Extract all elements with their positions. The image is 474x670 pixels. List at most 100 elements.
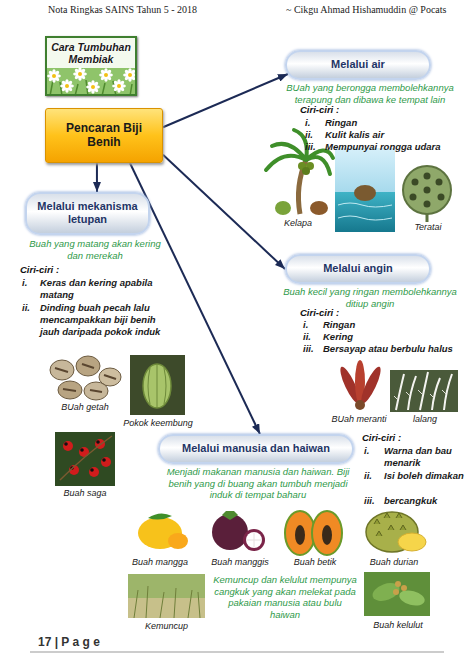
- floating-coconut-photo: [335, 148, 395, 232]
- list-item: Kulit kalis air: [325, 129, 465, 141]
- picture-caption: Teratai: [400, 222, 456, 233]
- list-item: Dinding buah pecah lalu mencampakkan bij…: [40, 302, 176, 338]
- rubber-seeds: [55, 364, 116, 392]
- mangosteen: [246, 532, 262, 548]
- lotus-pod: [438, 194, 445, 201]
- picture-caption: Buah saga: [45, 488, 125, 499]
- list-item: Bersayap atau berbulu halus: [323, 343, 465, 355]
- flower-banner: [86, 80, 100, 94]
- mango: [148, 513, 172, 519]
- saga-seeds: [55, 432, 115, 486]
- list-number: iii.: [303, 343, 323, 355]
- papaya: [322, 525, 332, 545]
- lotus-pod: [412, 179, 419, 186]
- description: Menjadi makanan manusia dan haiwan. Biji…: [158, 466, 358, 501]
- list-heading: Ciri-ciri :: [300, 307, 380, 319]
- saga-seeds: [80, 448, 84, 452]
- node-text: Melalui angin: [297, 262, 419, 275]
- method-pill: Melalui angin: [285, 254, 431, 284]
- papaya: [285, 511, 315, 555]
- lotus-pod: [424, 187, 431, 194]
- list-number: iii.: [305, 141, 323, 153]
- keembung-pod: [148, 364, 166, 408]
- node-text: Cara Tumbuhan Membiak: [51, 41, 131, 65]
- list-heading: Ciri-ciri :: [300, 104, 380, 116]
- list-number: ii.: [22, 302, 40, 314]
- title-banner: Cara Tumbuhan Membiak: [45, 36, 137, 96]
- flower-banner: [50, 80, 132, 96]
- list-item: Ringan: [323, 319, 465, 331]
- description: Buah yang matang akan kering dan merekah: [28, 238, 162, 261]
- lotus-pod: [403, 166, 451, 222]
- node-text: Melalui mekanisma letupan: [37, 200, 138, 226]
- durian: [374, 513, 406, 536]
- list-number: iii.: [364, 495, 384, 507]
- lotus-pod: [403, 166, 451, 214]
- arrow-connector: [96, 163, 98, 192]
- keembung-pod: [143, 364, 171, 408]
- topic-box: Pencaran Biji Benih: [45, 108, 163, 163]
- lotus-pod: [436, 179, 443, 186]
- meranti-fruit: [358, 365, 384, 405]
- node-text: Pencaran Biji Benih: [52, 121, 156, 149]
- floating-coconut-photo: [354, 185, 376, 201]
- kelulut-plant: [393, 589, 399, 595]
- arrow-connector: [163, 74, 288, 127]
- coconut-tree: [310, 201, 328, 215]
- method-pill: Melalui air: [285, 50, 431, 80]
- meranti-fruit: [355, 400, 365, 410]
- meranti-fruit: [337, 360, 384, 410]
- kemuncup-field: [128, 598, 205, 618]
- coconut-tree: [266, 130, 333, 174]
- description: Kemuncup dan kelulut mempunya cangkuk ya…: [212, 574, 358, 620]
- picture-caption: Kelapa: [268, 218, 328, 229]
- kemuncup-field: [134, 586, 200, 618]
- papaya: [295, 525, 305, 545]
- list-number: ii.: [364, 470, 384, 482]
- author-text: ~ Cikgu Ahmad Hishamuddin @ Pocats: [286, 4, 470, 16]
- papaya: [312, 511, 342, 555]
- floating-coconut-photo: [335, 148, 395, 232]
- picture-caption: Buah betik: [280, 557, 350, 568]
- saga-seeds: [102, 458, 106, 462]
- page-number: 17 | P a g e: [38, 635, 188, 649]
- flower-banner: [45, 68, 137, 96]
- mango: [168, 533, 188, 549]
- list-number: ii.: [305, 129, 323, 141]
- floating-coconut-photo: [338, 203, 392, 220]
- list-number: i.: [305, 117, 323, 129]
- mangosteen: [246, 532, 262, 548]
- picture-caption: BUah meranti: [326, 414, 392, 425]
- lalang-grass: [390, 370, 458, 412]
- list-heading: Ciri-ciri :: [20, 264, 100, 276]
- picture-caption: Buah mangga: [125, 557, 195, 568]
- flower-banner: [60, 79, 74, 93]
- lotus-pod: [410, 194, 417, 201]
- saga-seeds: [64, 442, 68, 446]
- saga-seeds: [63, 441, 73, 451]
- flower-banner: [99, 68, 113, 82]
- saga-seeds: [60, 436, 112, 480]
- saga-seeds: [55, 432, 115, 486]
- arrow-connector: [163, 155, 285, 269]
- rubber-seeds: [50, 356, 121, 400]
- coconut-tree: [302, 167, 310, 175]
- mangosteen: [222, 511, 238, 520]
- list-number: i.: [364, 445, 384, 457]
- kelulut-plant: [395, 581, 401, 587]
- lotus-pod: [424, 201, 431, 208]
- flower-banner: [47, 69, 61, 83]
- description: Buah kecil yang ringan membolehkannya di…: [278, 286, 462, 309]
- list-number: i.: [22, 277, 40, 289]
- picture-caption: Buah kelulut: [360, 620, 436, 631]
- kelulut-plant: [364, 572, 430, 616]
- lotus-pod: [426, 214, 429, 222]
- kelulut-plant: [364, 572, 430, 616]
- saga-seeds: [96, 440, 100, 444]
- kemuncup-field: [128, 574, 205, 618]
- method-pill: Melalui manusia dan haiwan: [158, 434, 354, 464]
- saga-seeds: [101, 457, 111, 467]
- footer-rule: [30, 652, 444, 653]
- kemuncup-field: [128, 574, 205, 618]
- list-item: Keras dan kering apabila matang: [40, 277, 176, 301]
